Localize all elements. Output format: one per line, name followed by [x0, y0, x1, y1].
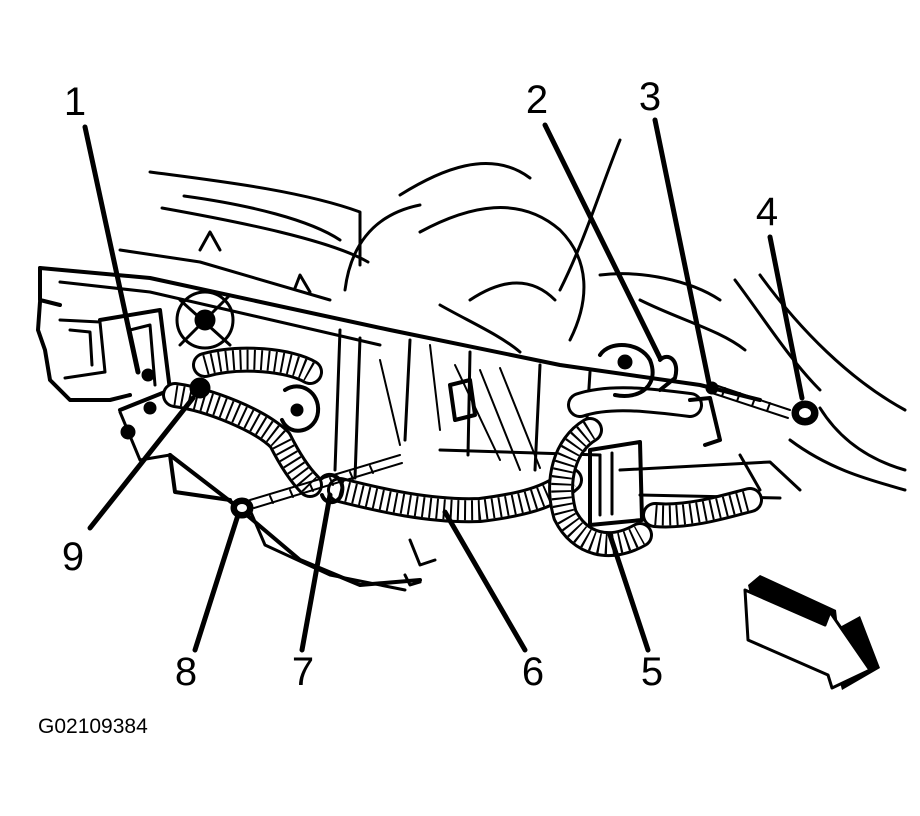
callout-5: 5 — [641, 650, 663, 694]
engine-upper-outline — [148, 138, 907, 492]
leader-lines — [82, 117, 805, 653]
callout-3: 3 — [639, 75, 661, 119]
extension-housing — [36, 290, 235, 440]
leader-5 — [607, 532, 651, 653]
leader-6 — [442, 509, 528, 653]
bolt-8 — [230, 454, 403, 519]
leader-7 — [299, 492, 333, 653]
leader-3 — [652, 117, 713, 391]
callout-6: 6 — [522, 650, 544, 694]
callout-9: 9 — [62, 535, 84, 579]
leader-4 — [767, 234, 805, 401]
callout-4: 4 — [756, 190, 778, 234]
harness-bracket — [598, 342, 722, 447]
leader-1 — [82, 124, 141, 375]
callout-labels: 1 2 3 4 5 6 7 8 9 — [62, 75, 778, 694]
callout-8: 8 — [175, 650, 197, 694]
nut-9 — [141, 368, 211, 415]
harness-connectors — [280, 378, 644, 527]
callout-1: 1 — [64, 80, 86, 124]
callout-2: 2 — [526, 78, 548, 122]
leader-8 — [192, 512, 241, 653]
leader-2 — [542, 122, 663, 361]
wiring-harness — [162, 346, 763, 557]
figure-id: G02109384 — [38, 715, 148, 738]
callout-7: 7 — [292, 650, 314, 694]
leader-9 — [87, 395, 196, 531]
front-direction-arrow-icon — [743, 575, 880, 690]
